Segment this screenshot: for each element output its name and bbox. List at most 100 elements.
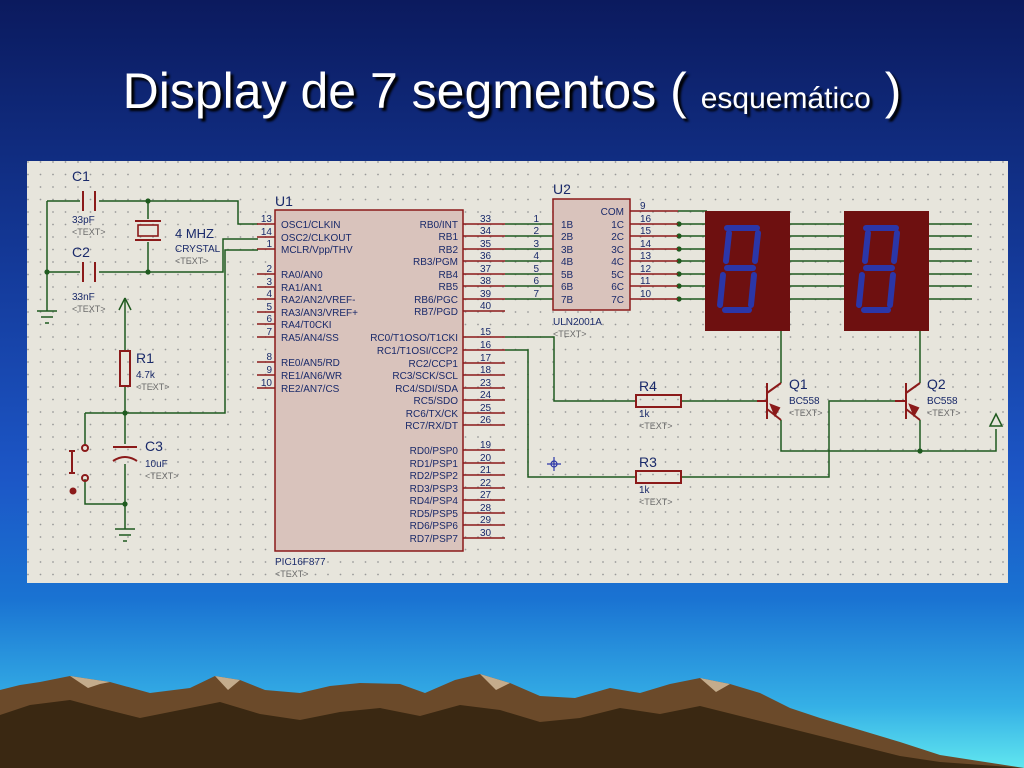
vcc-arrow-icon: [988, 412, 1004, 427]
ic-pin-name: RB2: [439, 245, 459, 256]
ic-pin-number: 12: [640, 264, 652, 275]
ic-pin-number: 6: [533, 276, 539, 287]
passive-components: [69, 191, 682, 484]
wire-rc0-r4: [505, 336, 636, 402]
q2-text-placeholder: <TEXT>: [927, 408, 961, 418]
junction: [676, 221, 682, 227]
ic-pin-name: RC0/T1OSO/T1CKI: [370, 333, 458, 344]
ic-pin-number: 20: [480, 453, 492, 464]
ic-pin-number: 6: [266, 314, 272, 325]
u2-ref: U2: [553, 181, 571, 197]
vcc-arrow-icon: [118, 297, 132, 311]
ic-pin-number: 1: [266, 239, 272, 250]
transistor-q1-symbol: [757, 382, 782, 421]
ic-pin-number: 3: [266, 277, 272, 288]
ic-pin-name: RD6/PSP6: [410, 521, 459, 532]
ic-pin-number: 14: [640, 239, 652, 250]
display-1-segments: [717, 225, 761, 313]
ic-pin-number: 10: [261, 378, 273, 389]
ic-pin-name: RB7/PGD: [414, 307, 458, 318]
wire-r3-q2: [681, 400, 895, 478]
mountain-shadow: [0, 700, 1024, 768]
ic-u2-pins: 11B22B33B44B55B66B77B9COM161C152C143C134…: [533, 201, 678, 306]
ic-pin-name: RB3/PGM: [413, 257, 458, 268]
ic-pin-number: 26: [480, 415, 492, 426]
ic-pin-number: 17: [480, 353, 492, 364]
ic-pin-number: 5: [533, 264, 539, 275]
ic-pin-name: RC1/T1OSI/CCP2: [377, 346, 459, 357]
ic-pin-name: 2B: [561, 232, 574, 243]
ic-pin-number: 21: [480, 465, 492, 476]
ic-pin-number: 38: [480, 276, 492, 287]
u1-ref: U1: [275, 193, 293, 209]
ic-pin-name: RE0/AN5/RD: [281, 358, 340, 369]
q1-value: BC558: [789, 396, 820, 407]
u2-part: ULN2001A: [553, 317, 602, 328]
seven-segment-display-1: [705, 211, 790, 331]
component-labels: C1 33pF <TEXT> C2 33nF <TEXT> 4 MHZ CRYS…: [72, 168, 961, 579]
ic-pin-name: RD0/PSP0: [410, 446, 459, 457]
title-sub: esquemático: [700, 82, 871, 115]
r4-ref: R4: [639, 378, 657, 394]
resistor-r4-symbol: [635, 394, 682, 408]
wire-c1-osc1: [47, 200, 258, 225]
ic-pin-number: 9: [266, 365, 272, 376]
r1-ref: R1: [136, 350, 154, 366]
ic-pin-name: RC4/SDI/SDA: [395, 384, 458, 395]
capacitor-c3-curved-plate: [112, 456, 138, 462]
capacitor-c2-symbol: [82, 262, 96, 282]
r1-text-placeholder: <TEXT>: [136, 382, 170, 392]
ic-pin-name: 7B: [561, 295, 574, 306]
ic-pin-number: 3: [533, 239, 539, 250]
crystal-label: CRYSTAL: [175, 244, 221, 255]
ic-pin-name: RE2/AN7/CS: [281, 384, 340, 395]
junction: [676, 283, 682, 289]
junction: [676, 296, 682, 302]
junction: [676, 233, 682, 239]
r3-text-placeholder: <TEXT>: [639, 497, 673, 507]
ic-pin-name: RB6/PGC: [414, 295, 458, 306]
ic-pin-name: OSC1/CLKIN: [281, 220, 340, 231]
ic-pin-number: 11: [640, 276, 651, 287]
crystal-text-placeholder: <TEXT>: [175, 256, 209, 266]
ic-pin-number: 15: [480, 327, 492, 338]
crystal-body: [137, 224, 159, 237]
ic-pin-number: 28: [480, 503, 492, 514]
ic-pin-number: 10: [640, 289, 652, 300]
r4-value: 1k: [639, 409, 651, 420]
ic-pin-number: 35: [480, 239, 492, 250]
r3-ref: R3: [639, 454, 657, 470]
ic-pin-name: RA5/AN4/SS: [281, 333, 339, 344]
wire-rb-bus: [505, 223, 553, 300]
ic-pin-name: MCLR/Vpp/THV: [281, 245, 353, 256]
ic-pin-number: 9: [640, 201, 646, 212]
ground-symbols: [37, 310, 135, 542]
junction: [122, 501, 128, 507]
ic-pin-name: 3C: [611, 245, 624, 256]
ic-pin-name: RA2/AN2/VREF-: [281, 295, 355, 306]
ic-pin-name: RC2/CCP1: [409, 359, 459, 370]
u2-text-placeholder: <TEXT>: [553, 329, 587, 339]
mountain-landscape: [0, 674, 1024, 768]
ic-pin-name: 1B: [561, 220, 574, 231]
ic-pin-name: RA4/T0CKI: [281, 320, 332, 331]
ic-u1-body: [274, 209, 464, 552]
q1-text-placeholder: <TEXT>: [789, 408, 823, 418]
ic-pin-number: 33: [480, 214, 492, 225]
junction: [676, 258, 682, 264]
ic-pin-name: RB0/INT: [420, 220, 458, 231]
ic-pin-name: RD7/PSP7: [410, 534, 459, 545]
c1-ref: C1: [72, 168, 90, 184]
ic-u2-body: [552, 198, 631, 311]
c3-ref: C3: [145, 438, 163, 454]
c3-value: 10uF: [145, 459, 168, 470]
transistors: [757, 382, 921, 421]
r3-value: 1k: [639, 485, 651, 496]
u1-part: PIC16F877: [275, 557, 326, 568]
ic-pin-number: 25: [480, 403, 492, 414]
ic-pin-name: 4C: [611, 257, 624, 268]
ic-pin-name: RC5/SDO: [414, 396, 459, 407]
ic-pin-number: 40: [480, 301, 492, 312]
junction: [676, 246, 682, 252]
